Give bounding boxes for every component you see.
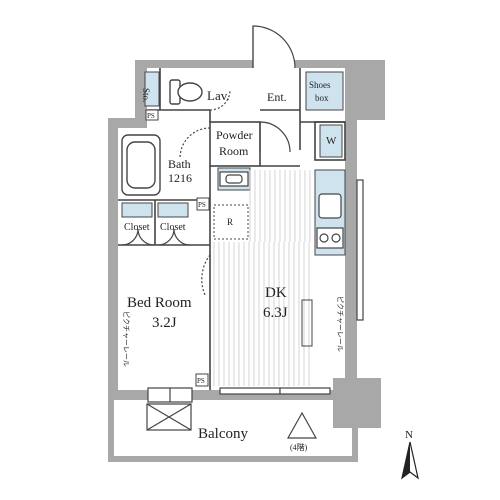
label-ps-2: PS — [198, 201, 206, 209]
storage-shelf — [144, 71, 160, 107]
label-w: W — [326, 135, 337, 147]
north-arrow-icon — [401, 441, 419, 480]
label-bath-1: Bath — [168, 157, 191, 171]
label-dk-1: DK — [265, 285, 287, 301]
ps-boxes — [145, 109, 210, 387]
label-shoes-2: box — [315, 93, 329, 103]
label-closet-right: Closet — [160, 222, 186, 233]
label-ps-1: PS — [147, 112, 155, 120]
w-cabinet — [319, 124, 343, 158]
refrigerator-space — [213, 204, 249, 240]
label-r: R — [227, 217, 233, 227]
curtain-rail-label-bed: ピクチャーレール — [122, 311, 130, 367]
label-ps-3: PS — [197, 377, 205, 385]
label-bed-2: 3.2J — [152, 315, 177, 331]
closet-left-shelf — [121, 202, 153, 218]
label-bed-1: Bed Room — [127, 295, 192, 311]
dk-floor-hatching — [213, 170, 311, 386]
label-north: N — [405, 429, 413, 441]
closet-right-shelf — [157, 202, 189, 218]
label-ent: Ent. — [267, 90, 287, 104]
outer-walls — [108, 60, 385, 462]
windows — [147, 179, 364, 403]
curtain-rail-label-dk: ピクチャーレール — [336, 296, 344, 352]
kitchen-sink-icon — [318, 193, 342, 219]
ac-unit-icon — [301, 299, 313, 347]
label-bath-2: 1216 — [168, 171, 192, 185]
label-lav: Lav. — [207, 88, 230, 103]
bathtub — [121, 134, 161, 196]
label-sto: Sto. — [141, 88, 151, 102]
stove-icon — [316, 227, 344, 249]
label-balcony: Balcony — [198, 426, 248, 442]
label-powder-1: Powder — [216, 128, 253, 142]
label-floor-note: (4階) — [290, 442, 308, 452]
balcony-hatch — [146, 403, 318, 439]
label-shoes-1: Shoes — [309, 80, 331, 90]
doors — [121, 25, 296, 296]
toilet-icon — [169, 79, 203, 105]
label-powder-2: Room — [219, 144, 249, 158]
powder-sink-icon — [219, 171, 249, 187]
shoes-box — [305, 71, 344, 111]
label-closet-left: Closet — [124, 222, 150, 233]
label-dk-2: 6.3J — [263, 305, 288, 321]
